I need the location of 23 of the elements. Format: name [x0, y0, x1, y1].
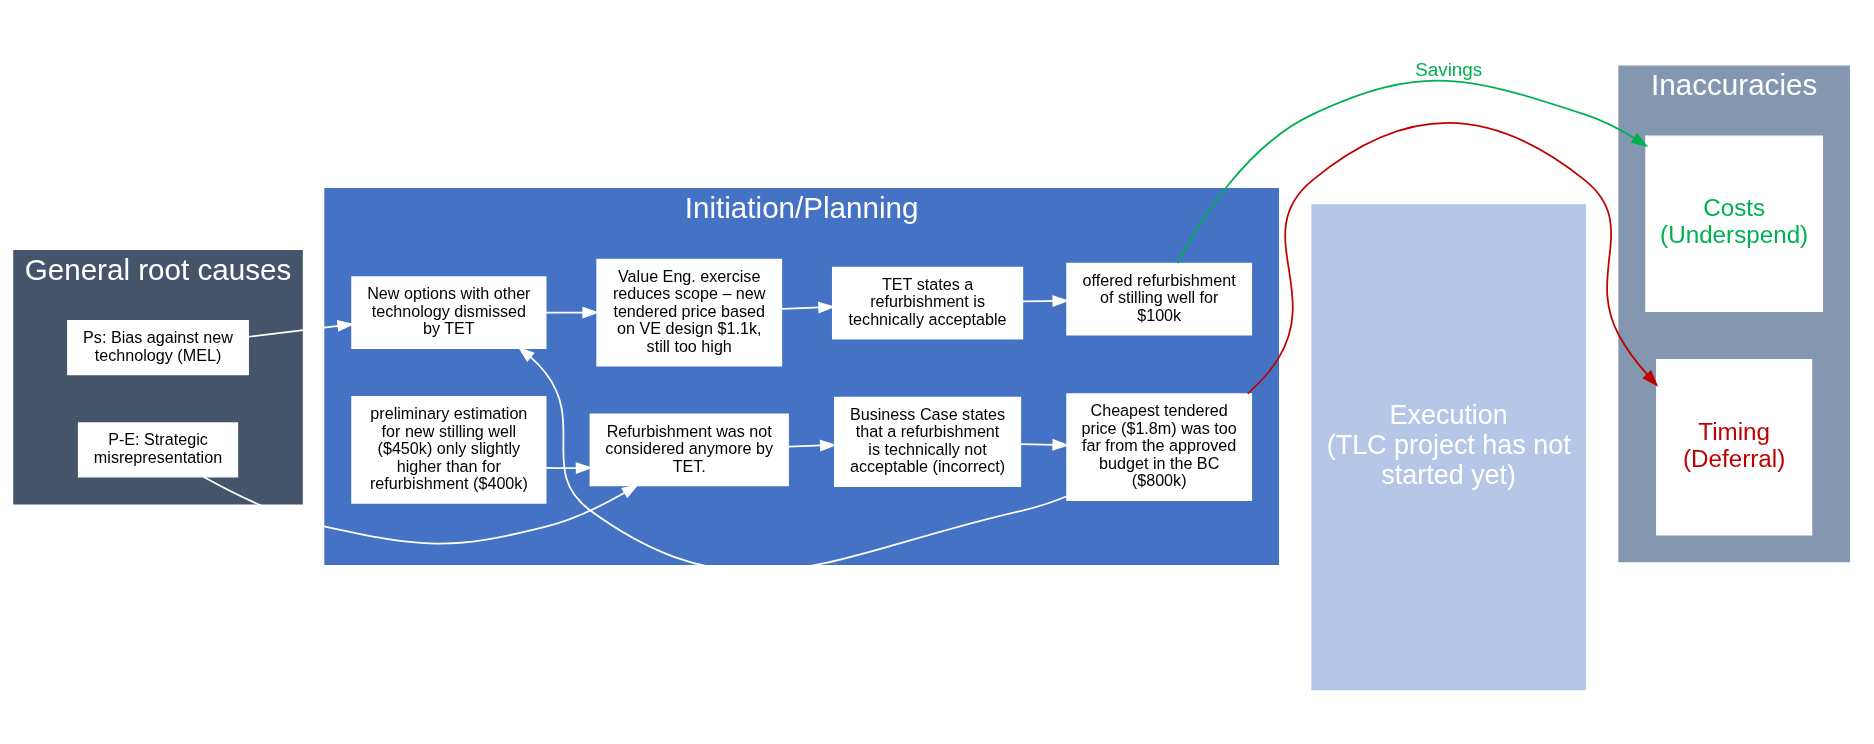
node-box: TET states a refurbishment is technically acceptable	[831, 266, 1024, 339]
arrow	[545, 461, 593, 474]
node-box: Business Case states that a refurbishment is technically not acceptable (incorrect)	[834, 396, 1022, 487]
node-box: Execution (TLC project has not started yet)	[1311, 203, 1587, 690]
node-box: Refurbishment was not considered anymore by TET.	[589, 413, 789, 486]
arrow	[247, 319, 355, 338]
arrow	[787, 439, 837, 451]
node-box: offered refurbishment of stilling well for $100k	[1066, 262, 1253, 335]
node-box: Cheapest tendered price ($1.8m) was too far from the approved budget in the BC ($800k)	[1066, 392, 1253, 501]
node-box: P-E: Strategic misrepresentation	[77, 421, 239, 478]
node-box: Timing (Deferral)	[1656, 358, 1813, 535]
arrow	[1246, 121, 1659, 395]
node-box: Ps: Bias against new technology (MEL)	[67, 319, 249, 375]
node-box: New options with other technology dismissed by TET	[351, 275, 547, 349]
arrow	[545, 306, 600, 319]
node-box: Costs (Underspend)	[1645, 135, 1824, 312]
node-box: Value Eng. exercise reduces scope – new tendered price based on VE design $1.1k, still too high	[596, 258, 783, 366]
arrow	[203, 475, 639, 544]
node-box: preliminary estimation for new stilling well ($450k) only slightly higher than for refurbishment ($400k)	[351, 395, 547, 504]
arrow	[1021, 294, 1070, 307]
edge-label: Savings	[1415, 58, 1483, 80]
arrow	[1019, 438, 1070, 451]
arrow	[1176, 79, 1649, 264]
